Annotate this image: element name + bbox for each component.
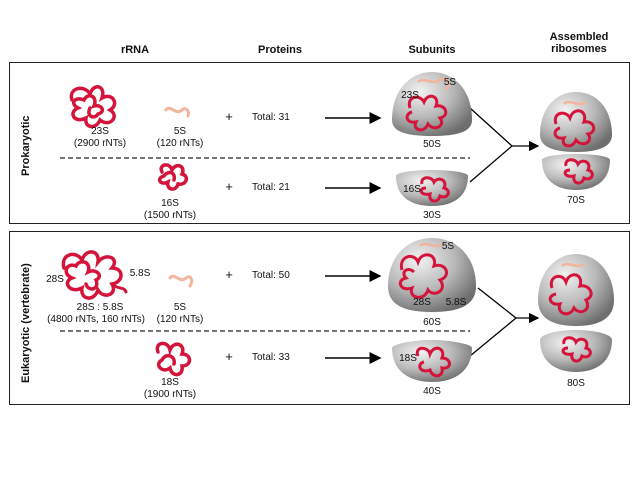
subunit-60s [388, 238, 476, 312]
subunit-50s [392, 72, 472, 136]
label-18s: 18S [161, 377, 179, 388]
converge-prok [469, 107, 513, 183]
rrna-16s-coil [157, 163, 189, 191]
header-subunits: Subunits [408, 44, 456, 56]
label-23s-len: (2900 rNTs) [73, 138, 127, 149]
header-proteins: Proteins [257, 44, 302, 56]
tag-58s-left: 5.8S [129, 268, 151, 279]
rrna-18s-coil [155, 341, 192, 377]
header-assembled: Assembled ribosomes [549, 31, 609, 55]
label-23s: 23S [91, 126, 109, 137]
assembled-80s [538, 254, 614, 372]
label-5s-euk-len: (120 rNTs) [156, 314, 204, 325]
subunit-30s [396, 170, 468, 206]
proteins-60s: Total: 50 [252, 270, 290, 281]
tag-60s-28s: 28S [413, 297, 431, 308]
converge-euk [469, 287, 518, 357]
label-30s: 30S [423, 210, 441, 221]
label-40s: 40S [423, 386, 441, 397]
tag-50s-5s: 5S [443, 77, 457, 88]
rrna-5s-euk-coil [168, 274, 194, 288]
rrna-5s-coil [164, 106, 190, 118]
label-18s-len: (1900 rNTs) [143, 389, 197, 400]
label-5s: 5S [173, 126, 187, 137]
label-60s: 60S [423, 317, 441, 328]
header-rrna: rRNA [120, 44, 150, 56]
label-5s-len: (120 rNTs) [156, 138, 204, 149]
assembled-70s [540, 92, 612, 190]
subunit-40s [392, 340, 472, 382]
label-70s: 70S [567, 195, 585, 206]
tag-60s-58s: 5.8S [445, 297, 467, 308]
tag-30s-16s: 16S [403, 184, 421, 195]
tag-28s-left: 28S [46, 274, 64, 285]
rrna-28s-coil [61, 250, 123, 300]
label-28s-58s: 28S : 5.8S [76, 302, 124, 313]
label-16s-len: (1500 rNTs) [143, 210, 197, 221]
proteins-30s: Total: 21 [252, 182, 290, 193]
tag-60s-5s: 5S [441, 241, 455, 252]
prokaryotic-panel [9, 62, 630, 224]
tag-40s-18s: 18S [399, 353, 417, 364]
label-50s: 50S [423, 139, 441, 150]
rrna-23s-coil [69, 85, 117, 129]
rrna-58s-piece [110, 282, 128, 294]
plus-30s: + [225, 179, 233, 194]
label-28s-58s-len: (4800 rNTs, 160 rNTs) [47, 314, 145, 325]
label-5s-euk: 5S [173, 302, 187, 313]
tag-50s-23s: 23S [401, 90, 419, 101]
proteins-40s: Total: 33 [252, 352, 290, 363]
label-16s: 16S [161, 198, 179, 209]
label-80s: 80S [567, 378, 585, 389]
plus-40s: + [225, 349, 233, 364]
plus-50s: + [225, 109, 233, 124]
proteins-50s: Total: 31 [252, 112, 290, 123]
plus-60s: + [225, 267, 233, 282]
